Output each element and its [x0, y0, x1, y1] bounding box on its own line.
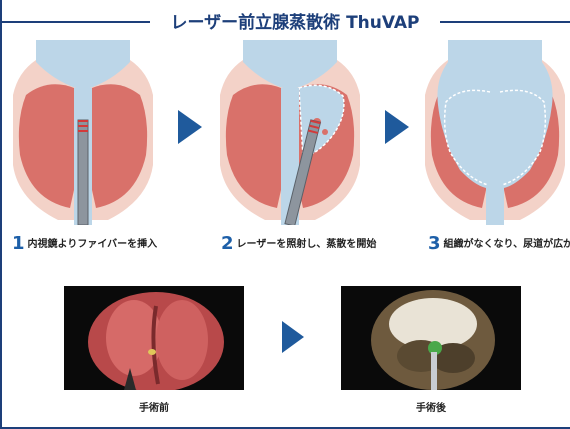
stage-2-diagram — [215, 40, 365, 225]
figure-title: レーザー前立腺蒸散術 ThuVAP — [150, 8, 440, 33]
step-arrow-right-icon — [385, 110, 409, 144]
endoscope-photo-before — [64, 286, 244, 390]
step-number: 3 — [428, 233, 441, 254]
step-arrow-right-icon — [178, 110, 202, 144]
endoscope-photo-after — [341, 286, 521, 390]
stage-1-diagram — [8, 40, 158, 225]
step-text: 内視鏡よりファイバーを挿入 — [28, 239, 158, 250]
step-text: レーザーを照射し、蒸散を開始 — [237, 239, 377, 250]
step-text: 組織がなくなり、尿道が広がる — [444, 239, 570, 250]
stage-3-diagram — [420, 40, 570, 225]
step-number: 2 — [221, 233, 234, 254]
title-rule-left — [2, 21, 152, 23]
photo-arrow-right-icon — [282, 321, 304, 353]
photo-label-after: 手術後 — [341, 399, 521, 414]
step-number: 1 — [12, 233, 25, 254]
title-rule-right — [438, 21, 570, 23]
photo-label-before: 手術前 — [64, 399, 244, 414]
